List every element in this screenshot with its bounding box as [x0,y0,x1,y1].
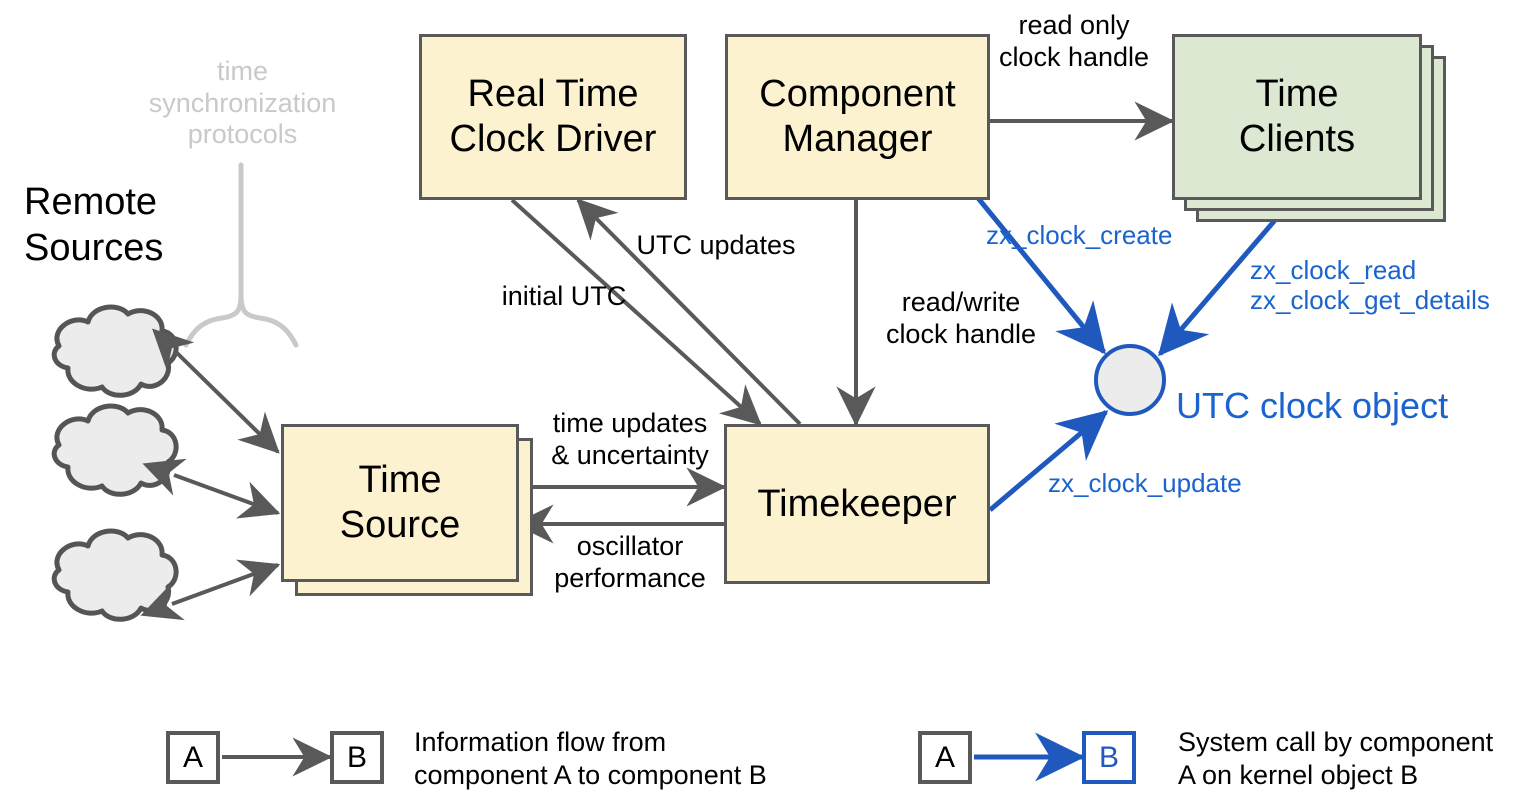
label-zx-clock-read-details: zx_clock_read zx_clock_get_details [1250,255,1490,316]
legend-2-box-b: B [1082,731,1136,784]
label-zx-clock-update: zx_clock_update [1048,468,1242,498]
legend-2-box-a: A [918,731,972,784]
node-utc-clock-object[interactable] [1094,344,1166,416]
label-zx-clock-create: zx_clock_create [986,220,1173,250]
legend-1-box-b: B [330,731,384,784]
node-time-clients[interactable]: Time Clients [1172,34,1422,200]
label-read-write-clock-handle: read/write clock handle [885,287,1037,349]
cloud-remote-source-1 [51,304,179,398]
label-utc-updates: UTC updates [636,230,796,260]
legend-1-description: Information flow from component A to com… [414,727,767,790]
node-timekeeper[interactable]: Timekeeper [724,424,990,584]
label-initial-utc: initial UTC [501,281,627,311]
label-sync-protocols: time synchronization protocols [148,56,337,150]
label-oscillator-performance: oscillator performance [554,531,706,593]
edge-cloud2-timesource [142,458,281,519]
label-utc-clock-object: UTC clock object [1176,385,1449,426]
remote-sources-title: Remote Sources [24,181,164,269]
cloud-remote-source-2 [51,403,179,497]
node-component-manager[interactable]: Component Manager [725,34,990,200]
node-time-source[interactable]: Time Source [281,424,519,582]
label-time-updates-uncertainty: time updates & uncertainty [551,408,709,470]
label-read-only-clock-handle: read only clock handle [998,10,1150,72]
legend-1-box-a: A [166,731,220,784]
legend-2-description: System call by component A on kernel obj… [1178,727,1494,790]
edge-cloud3-timesource [140,559,281,621]
node-real-time-clock-driver[interactable]: Real Time Clock Driver [419,34,687,200]
edge-cloud1-timesource [152,328,280,454]
cloud-remote-source-3 [51,528,179,622]
